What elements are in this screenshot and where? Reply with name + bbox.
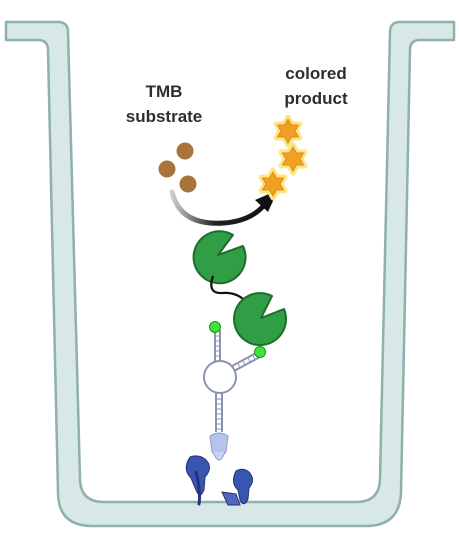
captured-analyte-icon [209, 432, 229, 461]
enzyme-upper-icon [192, 230, 247, 285]
blue-antibody-icon [185, 455, 210, 506]
colored-label: colored [285, 64, 346, 83]
substrate-label: substrate [126, 107, 203, 126]
well-outer [4, 20, 456, 528]
orange-star-icon [258, 114, 308, 201]
enzyme-lower-icon [233, 292, 287, 347]
blue-antibody-icon [221, 468, 253, 506]
enzyme-linker [210, 275, 245, 301]
well [4, 20, 456, 528]
dna-aptamer-icon [203, 321, 266, 432]
conversion-arrow-icon [169, 189, 278, 226]
product-label: product [284, 89, 348, 108]
brown-dot-cluster-icon [158, 142, 197, 193]
tmb-label: TMB [146, 82, 183, 101]
